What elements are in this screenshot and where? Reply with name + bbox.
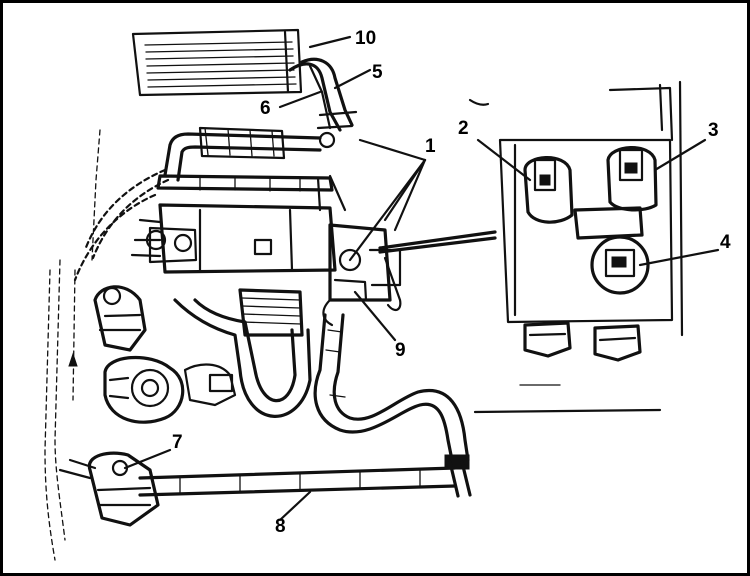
callout-1: 1 bbox=[425, 136, 436, 157]
engine-housing bbox=[130, 203, 337, 274]
sensor-2 bbox=[523, 156, 574, 224]
upper-coolant-tube bbox=[163, 126, 322, 182]
sensor-3 bbox=[606, 146, 658, 212]
callout-2: 2 bbox=[458, 118, 469, 139]
thermostat-housing bbox=[322, 223, 402, 327]
radiator-cooler bbox=[131, 28, 303, 97]
leader-lines bbox=[123, 35, 720, 522]
callout-8: 8 bbox=[275, 516, 286, 537]
ground-line bbox=[473, 408, 662, 414]
callout-10: 10 bbox=[355, 28, 376, 49]
callout-6: 6 bbox=[260, 98, 271, 119]
lower-u-pipe bbox=[173, 288, 312, 418]
callout-9: 9 bbox=[395, 340, 406, 361]
callout-7: 7 bbox=[172, 432, 183, 453]
callout-3: 3 bbox=[708, 120, 719, 141]
left-dashed-hoses bbox=[44, 129, 170, 561]
callout-labels: 10 5 6 1 2 3 4 9 7 8 bbox=[172, 28, 731, 537]
mounting-bolts bbox=[523, 321, 642, 362]
sensor-inset-panel bbox=[378, 80, 684, 362]
water-pump-assembly bbox=[93, 285, 237, 424]
callout-5: 5 bbox=[372, 62, 383, 83]
bleed-valve bbox=[58, 451, 160, 527]
callout-4: 4 bbox=[720, 232, 731, 253]
sensor-4 bbox=[590, 235, 650, 295]
long-return-pipe bbox=[138, 460, 472, 498]
upper-hoses bbox=[288, 57, 358, 149]
